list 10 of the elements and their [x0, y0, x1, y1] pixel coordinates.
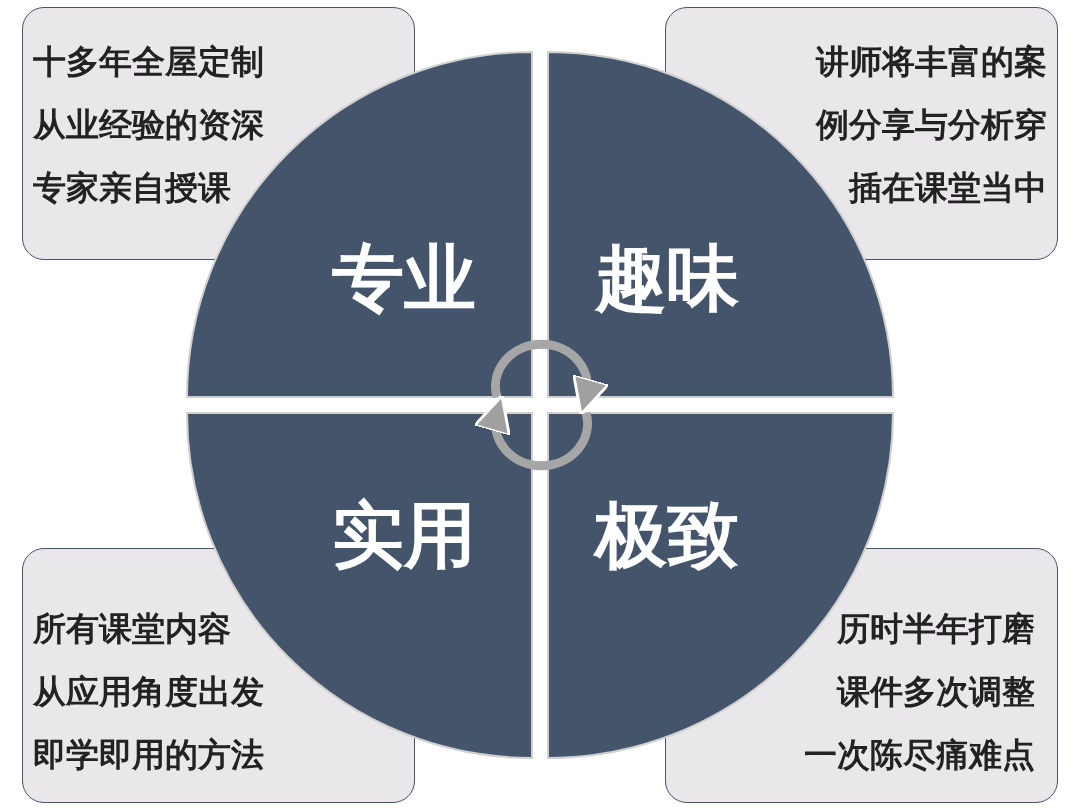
quadrant-title: 实用	[332, 499, 476, 571]
quadrant-title: 极致	[595, 499, 739, 571]
quadrant-title: 专业	[332, 242, 476, 314]
description-text: 讲师将丰富的案例分享与分析穿插在课堂当中	[816, 41, 1047, 209]
description-text: 十多年全屋定制从业经验的资深专家亲自授课	[33, 41, 264, 209]
description-text: 历时半年打磨课件多次调整一次陈尽痛难点	[804, 608, 1035, 776]
quadrant-title: 趣味	[595, 242, 739, 314]
cycle-arrow	[491, 339, 609, 417]
cycle-arrow	[474, 393, 592, 471]
description-text: 所有课堂内容从应用角度出发即学即用的方法	[33, 608, 264, 776]
